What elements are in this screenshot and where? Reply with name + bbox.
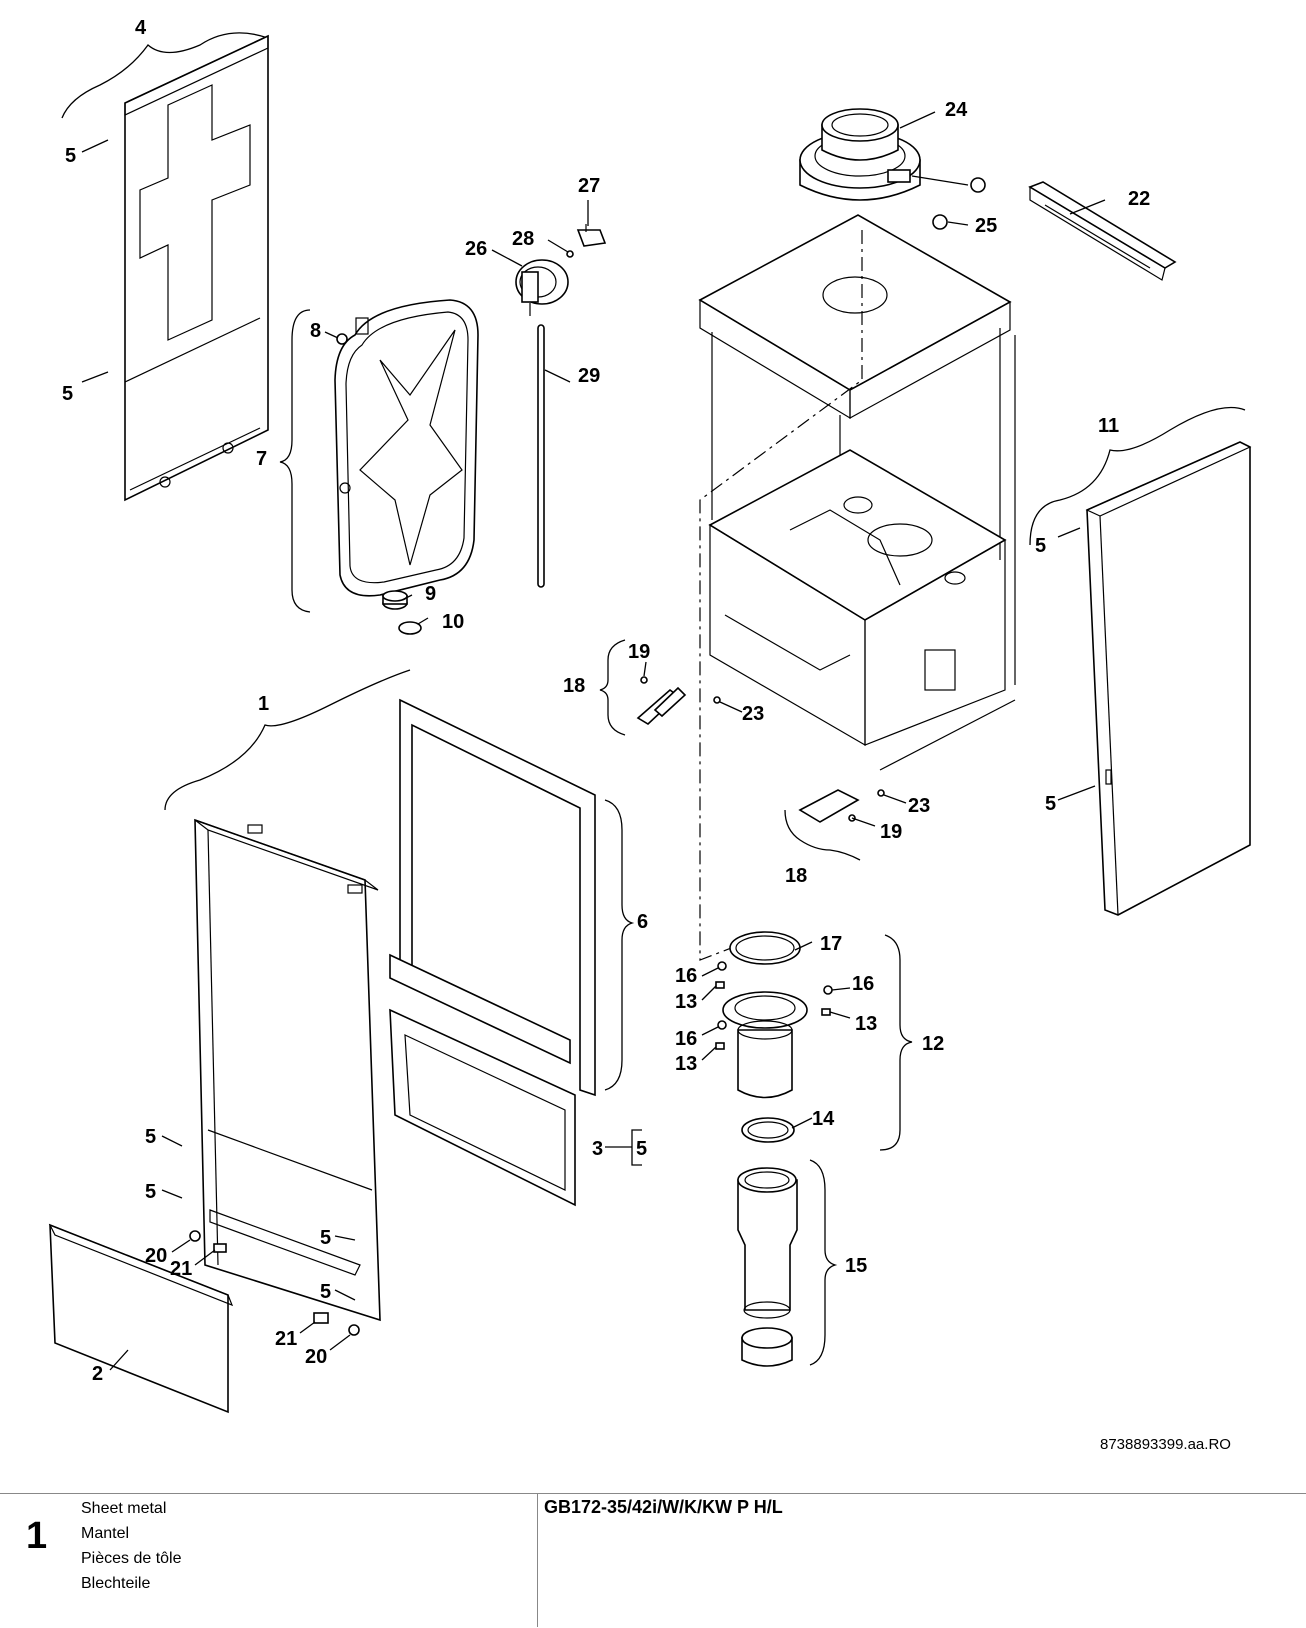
document-number: 8738893399.aa.RO xyxy=(1100,1436,1231,1453)
flue-tube-part-15 xyxy=(737,1159,838,1367)
label-3: 3 xyxy=(592,1138,603,1160)
label-13: 13 xyxy=(675,991,697,1013)
window-frame-part-3 xyxy=(389,1008,576,1207)
clamp-part-25 xyxy=(911,175,986,230)
label-21: 21 xyxy=(275,1328,297,1350)
figure-titles: Sheet metal Mantel Pièces de tôle Blecht… xyxy=(81,1496,182,1596)
knob-part-20-b xyxy=(348,1324,360,1336)
label-10: 10 xyxy=(442,611,464,633)
title-nl: Mantel xyxy=(81,1525,130,1542)
bolt-part-8 xyxy=(336,333,348,345)
knob-part-20-a xyxy=(189,1230,201,1242)
label-23: 23 xyxy=(742,703,764,725)
front-panel-part-1 xyxy=(164,669,411,1322)
label-17: 17 xyxy=(820,933,842,955)
label-22: 22 xyxy=(1128,188,1150,210)
label-9: 9 xyxy=(425,583,436,605)
label-7: 7 xyxy=(256,448,267,470)
clip-part-13-b xyxy=(821,1008,831,1016)
label-18: 18 xyxy=(563,675,585,697)
screw-part-23-a xyxy=(713,696,721,704)
label-5: 5 xyxy=(320,1227,331,1249)
bushing-part-21-b xyxy=(313,1312,329,1324)
label-5: 5 xyxy=(65,145,76,167)
hose-part-29 xyxy=(537,324,545,588)
label-24: 24 xyxy=(945,99,968,121)
label-25: 25 xyxy=(975,215,997,237)
label-28: 28 xyxy=(512,228,534,250)
label-5: 5 xyxy=(636,1138,647,1160)
label-14: 14 xyxy=(812,1108,835,1130)
seal-ring-part-17 xyxy=(729,931,801,965)
label-2: 2 xyxy=(92,1363,103,1385)
screw-part-23-b xyxy=(877,789,885,797)
centerline-flue xyxy=(699,230,863,961)
bottom-cover-part-2 xyxy=(48,1223,234,1414)
title-en: Sheet metal xyxy=(81,1500,167,1517)
label-20: 20 xyxy=(145,1245,167,1267)
label-16: 16 xyxy=(852,973,874,995)
main-frame-chassis xyxy=(698,214,1016,771)
label-11: 11 xyxy=(1098,415,1119,437)
label-19: 19 xyxy=(628,641,650,663)
model-name: GB172-35/42i/W/K/KW P H/L xyxy=(544,1497,783,1517)
label-5: 5 xyxy=(145,1126,156,1148)
label-5: 5 xyxy=(1045,793,1056,815)
flue-adapter-part-24 xyxy=(799,108,921,201)
label-6: 6 xyxy=(637,911,648,933)
label-16: 16 xyxy=(675,1028,697,1050)
footer-divider xyxy=(537,1493,538,1627)
leader-lines xyxy=(81,111,1106,1371)
pressure-switch-part-26 xyxy=(515,259,569,316)
screw-part-16-c xyxy=(717,1020,727,1030)
rear-panel-part-4 xyxy=(61,32,269,502)
item-labels: 4 5 5 8 7 9 10 26 28 27 29 24 25 22 11 5… xyxy=(62,17,1150,1385)
label-29: 29 xyxy=(578,365,600,387)
exploded-parts-diagram: 4 5 5 8 7 9 10 26 28 27 29 24 25 22 11 5… xyxy=(48,17,1252,1414)
label-19: 19 xyxy=(880,821,902,843)
label-15: 15 xyxy=(845,1255,867,1277)
label-12: 12 xyxy=(922,1033,944,1055)
bracket-part-18-a xyxy=(599,639,687,736)
label-20: 20 xyxy=(305,1346,327,1368)
label-23: 23 xyxy=(908,795,930,817)
seal-ring-part-14 xyxy=(741,1117,795,1143)
label-5: 5 xyxy=(145,1181,156,1203)
clip-part-13-a xyxy=(715,981,725,989)
bracket-part-27 xyxy=(576,224,607,247)
label-26: 26 xyxy=(465,238,487,260)
screw-part-28 xyxy=(566,250,574,258)
bushing-part-21-a xyxy=(213,1243,227,1253)
footer-table xyxy=(0,1493,1306,1628)
label-21: 21 xyxy=(170,1258,192,1280)
label-8: 8 xyxy=(310,320,321,342)
expansion-vessel-part-7 xyxy=(279,299,479,613)
bracket-part-18-b xyxy=(784,789,861,861)
label-5: 5 xyxy=(320,1281,331,1303)
figure-number: 1 xyxy=(26,1515,48,1557)
screw-part-16-b xyxy=(823,985,833,995)
label-13: 13 xyxy=(675,1053,697,1075)
title-de: Blechteile xyxy=(81,1575,151,1592)
label-5: 5 xyxy=(1035,535,1046,557)
label-13: 13 xyxy=(855,1013,877,1035)
title-fr: Pièces de tôle xyxy=(81,1550,182,1567)
label-16: 16 xyxy=(675,965,697,987)
seal-part-10 xyxy=(398,621,422,635)
plug-part-9 xyxy=(382,590,408,610)
rail-part-22 xyxy=(1028,181,1177,281)
burner-housing-part-12 xyxy=(722,934,913,1151)
label-27: 27 xyxy=(578,175,600,197)
clip-part-13-c xyxy=(715,1042,725,1050)
screw-part-19-a xyxy=(640,676,648,684)
right-side-panel-part-11 xyxy=(1029,406,1252,916)
label-5: 5 xyxy=(62,383,73,405)
label-1: 1 xyxy=(258,693,269,715)
label-18: 18 xyxy=(785,865,807,887)
screw-part-16-a xyxy=(717,961,727,971)
frame-part-6 xyxy=(389,698,635,1097)
label-4: 4 xyxy=(135,17,147,39)
